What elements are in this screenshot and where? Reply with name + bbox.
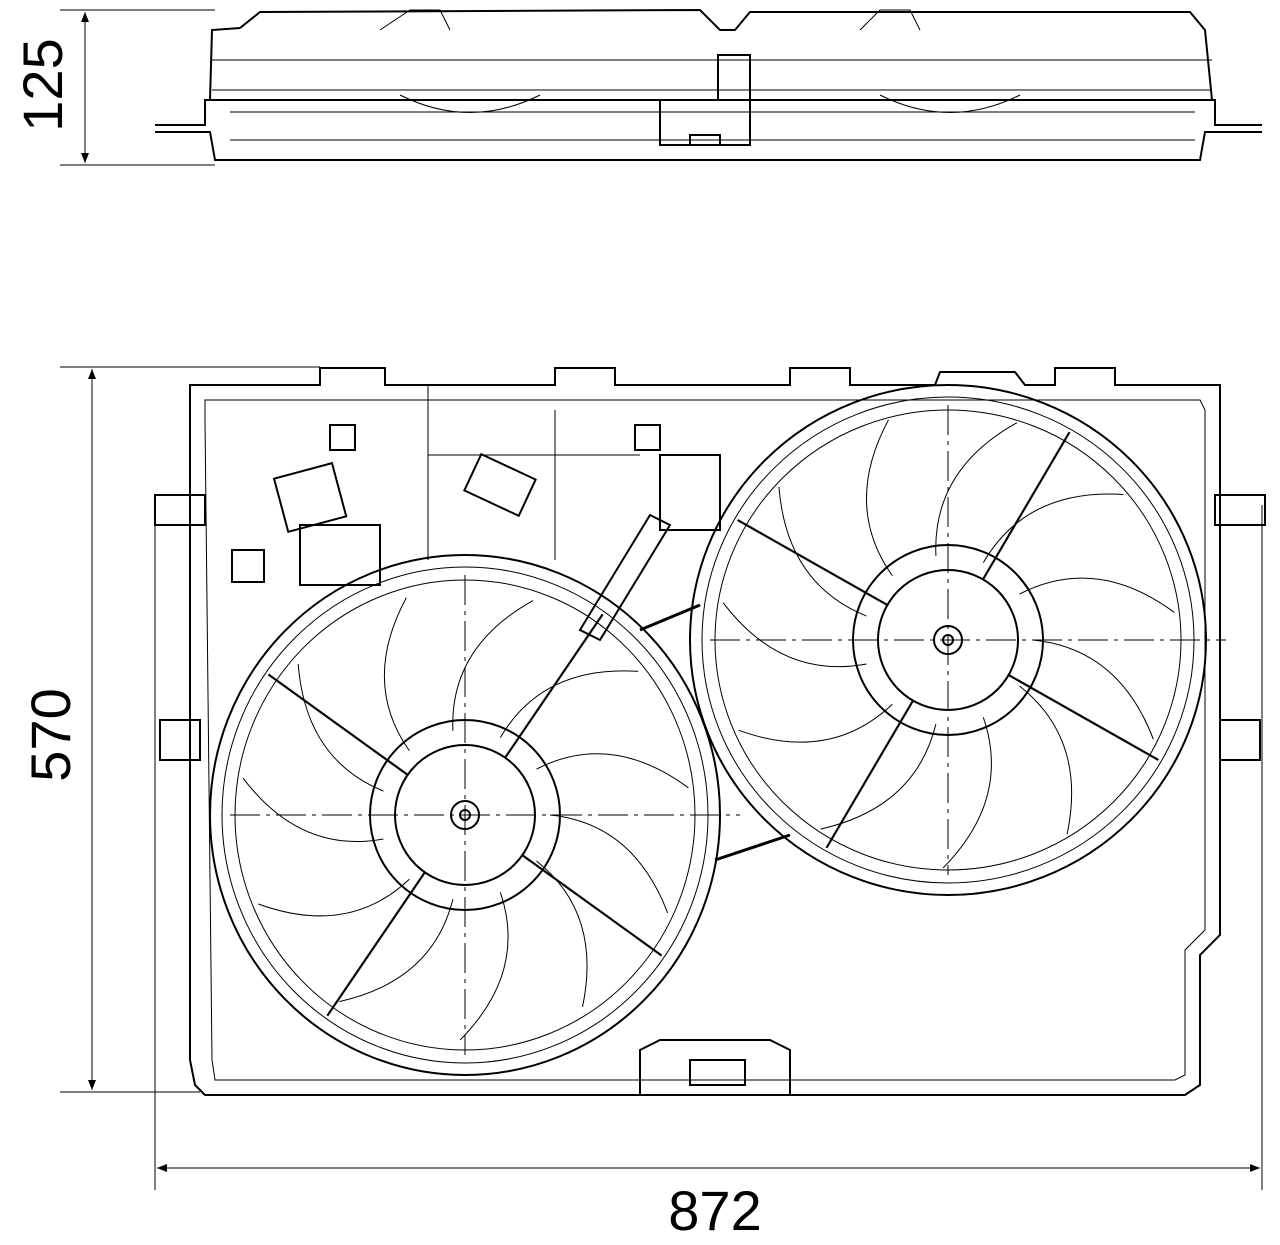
fan-strut [1008,674,1159,761]
fan-blade [778,486,867,617]
fan-strut [737,519,888,606]
right-fan [689,384,1226,896]
fan-blade [1032,639,1154,740]
fan-strut [825,700,914,849]
fan-blade [383,597,410,752]
fan-blade [866,419,893,577]
fan-blade [942,717,992,869]
fan-blade [297,663,384,792]
dimension-height: 570 [19,366,320,1093]
fan-blade [499,670,639,738]
dimension-width: 872 [154,505,1263,1242]
fan-blade [722,602,867,668]
fan-strut [504,613,604,759]
fan-blade [242,777,384,842]
fan-blade [452,600,534,731]
fan-strut [326,871,426,1017]
fan-blade [258,878,410,917]
dimension-height-label: 570 [19,688,82,781]
fan-blade [339,899,454,1003]
fan-blade [549,814,669,914]
fan-blade [982,493,1124,563]
fan-blade [935,422,1018,556]
fan-blade [820,724,937,830]
left-fan [209,554,740,1076]
fan-strut [267,673,409,776]
fan-blade [459,892,509,1041]
fan-strut [982,431,1071,580]
fan-blade [1019,577,1175,613]
dimension-depth-label: 125 [11,38,74,131]
top-view [155,8,1262,161]
shroud-frame [154,367,1266,1096]
fan-blade [738,703,893,743]
fan-strut [521,854,663,957]
fan-blade [536,753,689,789]
dimension-depth: 125 [11,9,215,166]
fan-blade [536,860,588,1007]
fan-blade [1019,685,1073,835]
dimension-width-label: 872 [668,1179,761,1242]
